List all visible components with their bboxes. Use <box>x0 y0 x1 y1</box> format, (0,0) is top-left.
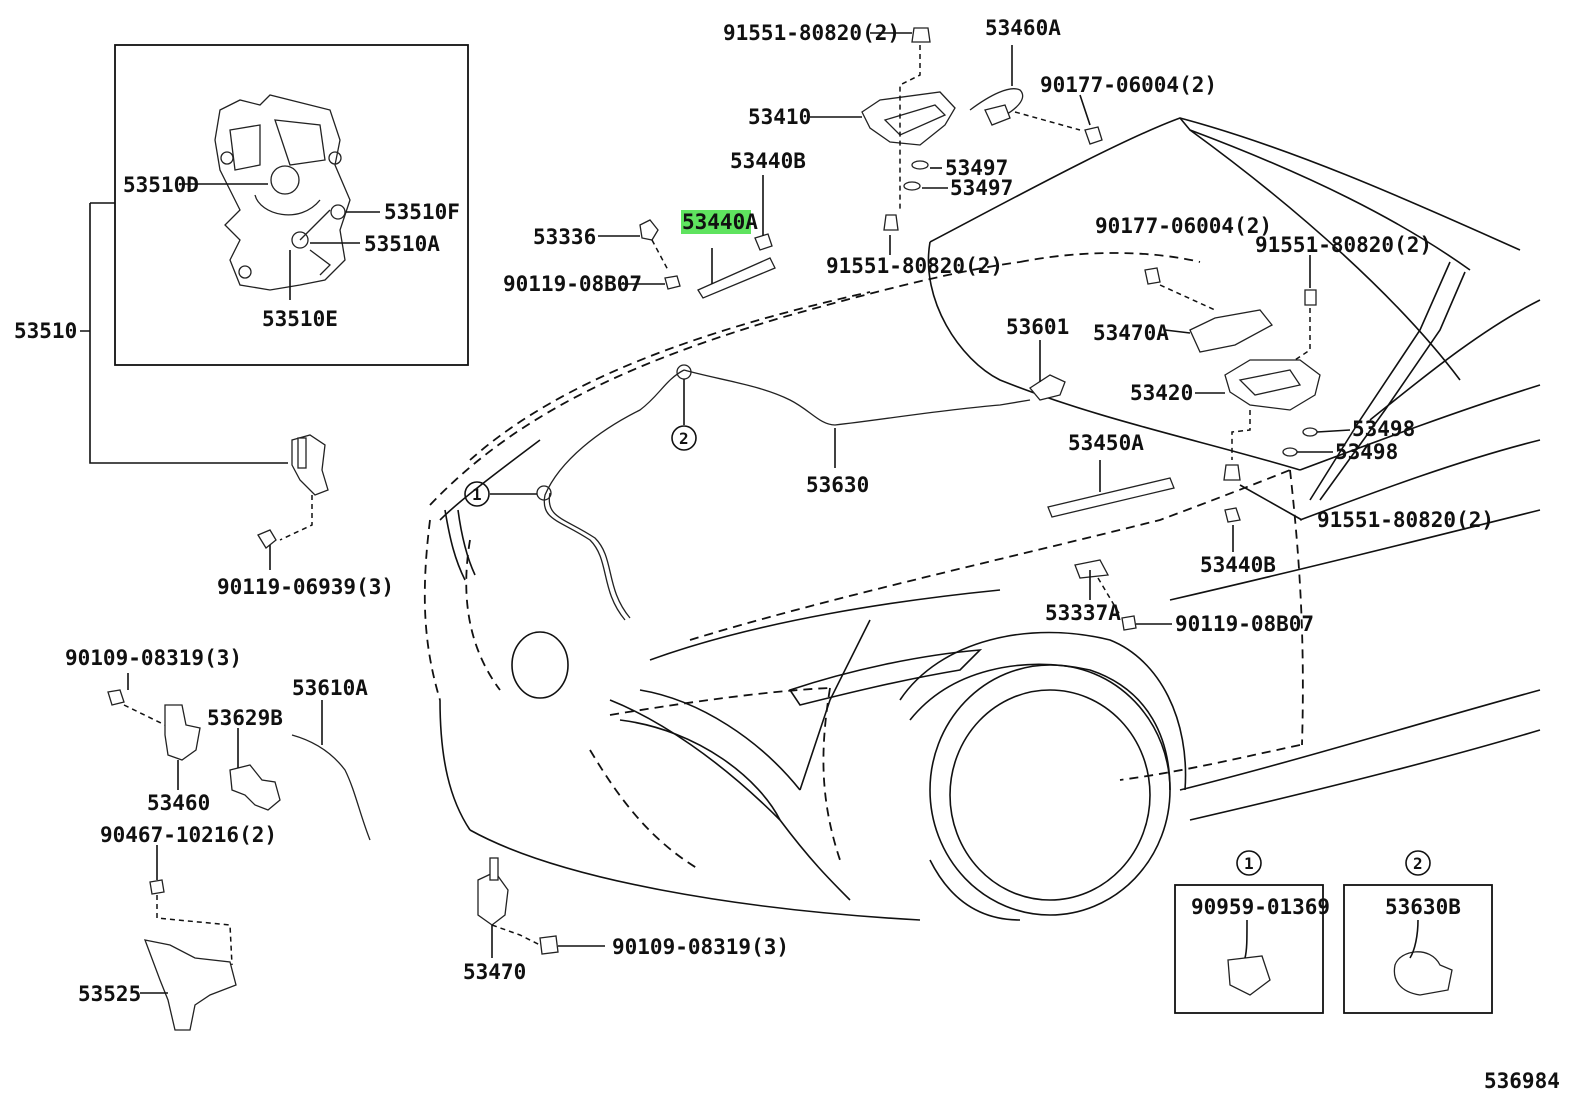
part-53525 <box>140 845 237 1031</box>
callout-circle-2 <box>671 425 697 451</box>
part-53470 <box>477 857 605 958</box>
label-90959: 90959-01369 <box>1191 895 1330 919</box>
part-53420-hinge <box>1144 255 1351 521</box>
label-53470a: 53470A <box>1093 321 1169 345</box>
label-53460a: 53460A <box>985 16 1061 40</box>
part-53440a-strut <box>598 175 776 299</box>
label-53440b-low: 53440B <box>1200 553 1276 577</box>
label-53497-a: 53497 <box>945 156 1008 180</box>
label-90119-08b07-right: 90119-08B07 <box>1175 612 1314 636</box>
label-53420: 53420 <box>1130 381 1193 405</box>
label-53498-a: 53498 <box>1352 417 1415 441</box>
label-91551-mid: 91551-80820(2) <box>826 254 1003 278</box>
label-91551-low: 91551-80820(2) <box>1317 508 1494 532</box>
part-53629b <box>229 728 281 811</box>
label-53470: 53470 <box>463 960 526 984</box>
diagram-code: 536984 <box>1484 1069 1560 1093</box>
label-53510d: 53510D <box>123 173 199 197</box>
part-53610a-cable <box>291 700 371 841</box>
callout-1-number: 1 <box>472 485 482 504</box>
leader-53510 <box>80 202 288 464</box>
label-90109-bottom: 90109-08319(3) <box>612 935 789 959</box>
label-90119-06939: 90119-06939(3) <box>217 575 394 599</box>
label-90467: 90467-10216(2) <box>100 823 277 847</box>
callout-circle-1 <box>464 481 490 507</box>
label-90119-08b07-left: 90119-08B07 <box>503 272 642 296</box>
label-53440a: 53440A <box>682 210 758 234</box>
inset-clip-53630b <box>1343 850 1493 1014</box>
label-90177-mid: 90177-06004(2) <box>1095 214 1272 238</box>
callout-2-number: 2 <box>679 429 689 448</box>
part-53460a-cable <box>969 45 1103 145</box>
part-53450a-strut <box>1047 460 1241 552</box>
part-53630-cable <box>490 364 1031 621</box>
label-53440b-top: 53440B <box>730 149 806 173</box>
label-53510f: 53510F <box>384 200 460 224</box>
inset-2-number: 2 <box>1413 854 1423 873</box>
label-53450a: 53450A <box>1068 431 1144 455</box>
label-53336: 53336 <box>533 225 596 249</box>
label-90109-left: 90109-08319(3) <box>65 646 242 670</box>
label-53610a: 53610A <box>292 676 368 700</box>
inset-1-number: 1 <box>1244 854 1254 873</box>
label-53601: 53601 <box>1006 315 1069 339</box>
label-53460: 53460 <box>147 791 210 815</box>
part-53460 <box>107 673 201 790</box>
car-body-outline <box>423 252 1304 871</box>
highlight-53440a <box>681 210 751 234</box>
part-53410-hinge <box>810 27 956 255</box>
label-53630b: 53630B <box>1385 895 1461 919</box>
label-91551-top: 91551-80820(2) <box>723 21 900 45</box>
label-90177-top: 90177-06004(2) <box>1040 73 1217 97</box>
label-53510e: 53510E <box>262 307 338 331</box>
part-53337a <box>1074 559 1172 631</box>
label-53525: 53525 <box>78 982 141 1006</box>
inset-53510-box <box>114 44 469 366</box>
part-53510-lock <box>257 434 329 570</box>
label-53497-b: 53497 <box>950 176 1013 200</box>
inset-clip-90959 <box>1174 850 1324 1014</box>
label-53510a: 53510A <box>364 232 440 256</box>
label-53629b: 53629B <box>207 706 283 730</box>
label-53630: 53630 <box>806 473 869 497</box>
label-53337a: 53337A <box>1045 601 1121 625</box>
label-91551-right: 91551-80820(2) <box>1255 233 1432 257</box>
label-53510: 53510 <box>14 319 77 343</box>
part-53601 <box>1029 340 1066 401</box>
label-53498-b: 53498 <box>1335 440 1398 464</box>
label-53410: 53410 <box>748 105 811 129</box>
